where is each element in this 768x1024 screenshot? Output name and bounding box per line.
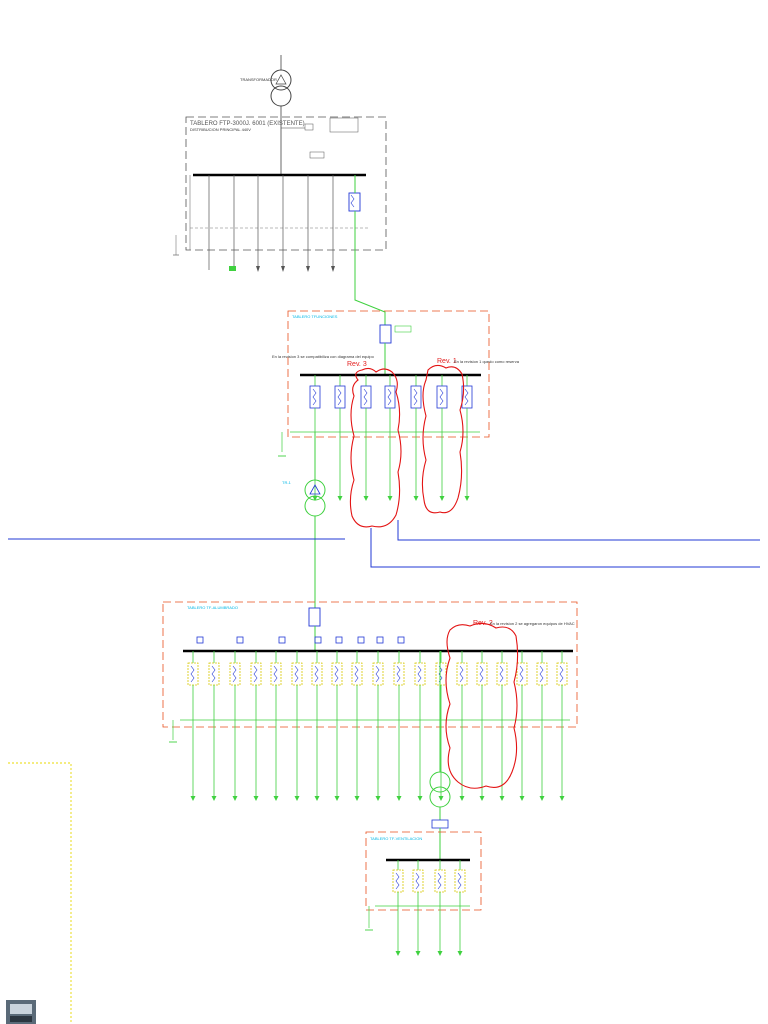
board4-title: TABLERO TF-VENTILACION	[370, 836, 422, 841]
b3-feeder	[331, 651, 343, 801]
board-2: TABLERO TFUNCIONES En la revision 3 se c…	[272, 310, 520, 501]
board3-meter	[236, 636, 244, 644]
b2-feeder	[360, 375, 372, 501]
tx2-transformer	[429, 651, 451, 860]
b2-feeder	[436, 375, 448, 501]
b3-feeder	[516, 651, 528, 801]
b3-feeder	[372, 651, 384, 801]
board3-feeders	[187, 636, 568, 801]
b3-feeder	[556, 651, 568, 801]
b2-feeder	[334, 375, 346, 501]
b3-feeder	[311, 651, 323, 801]
b4-feeder	[392, 860, 404, 956]
b3-feeder	[456, 651, 468, 801]
b3-feeder	[250, 651, 262, 801]
feeder-main-to-board2	[354, 211, 386, 325]
rev1-note: En la revision 1 quedo como reserva	[454, 359, 520, 364]
rev3-note: En la revision 3 se compatibiliza con di…	[272, 354, 375, 359]
board2-title: TABLERO TFUNCIONES	[292, 314, 338, 319]
b3-feeder	[435, 651, 447, 801]
b3-feeder	[536, 651, 548, 801]
main-board-subtitle: DISTRIBUCION PRINCIPAL 440V	[190, 127, 251, 132]
tx1-transformer: TR-1	[282, 432, 326, 608]
rev3-tag: Rev. 3	[347, 361, 367, 368]
rev2-note: En la revision 2 se agregaron equipos de…	[490, 621, 575, 626]
transformer-label: TRANSFORMADOR	[240, 77, 277, 82]
board3-meter	[397, 636, 405, 644]
board3-meter	[278, 636, 286, 644]
b3-feeder	[351, 651, 363, 801]
board4-feeders	[392, 860, 466, 956]
board2-feeders	[309, 375, 473, 501]
b3-feeder	[270, 651, 282, 801]
b3-feeder	[414, 651, 426, 801]
b4-feeder	[412, 860, 424, 956]
rev3-cloud	[349, 367, 402, 528]
b3-feeder	[187, 651, 199, 801]
b4-feeder	[434, 860, 446, 956]
board3-meter	[357, 636, 365, 644]
main-board-title: TABLERO FTP-3000J. 6001 (EXISTENTE)	[190, 121, 305, 127]
yellow-border	[8, 762, 72, 1024]
board3-meter	[196, 636, 204, 644]
board-3: TABLERO TF-ALUMBRADO Rev. 2 En la revisi…	[162, 601, 578, 801]
b3-feeder	[208, 651, 220, 801]
b3-feeder	[476, 651, 488, 801]
b3-feeder	[393, 651, 405, 801]
rev1-cloud	[421, 364, 465, 514]
blue-cable-3	[370, 528, 760, 568]
main-transformer: TRANSFORMADOR	[240, 55, 292, 175]
rev1-tag: Rev. 1	[437, 358, 457, 365]
blue-cable-2	[397, 520, 760, 541]
b2-feeder	[384, 375, 396, 501]
b3-feeder	[229, 651, 241, 801]
tx1-label: TR-1	[282, 480, 292, 485]
corner-thumbnail	[6, 1000, 36, 1024]
rev2-cloud	[445, 622, 519, 789]
board3-meter	[314, 636, 322, 644]
b3-feeder	[496, 651, 508, 801]
board3-title: TABLERO TF-ALUMBRADO	[187, 605, 238, 610]
b4-feeder	[454, 860, 466, 956]
board3-meter	[376, 636, 384, 644]
b2-feeder	[410, 375, 422, 501]
main-board: TABLERO FTP-3000J. 6001 (EXISTENTE) DIST…	[173, 116, 387, 272]
board-4: TABLERO TF-VENTILACION	[365, 831, 482, 956]
board3-meter	[335, 636, 343, 644]
b3-feeder	[291, 651, 303, 801]
b2-feeder	[461, 375, 473, 501]
